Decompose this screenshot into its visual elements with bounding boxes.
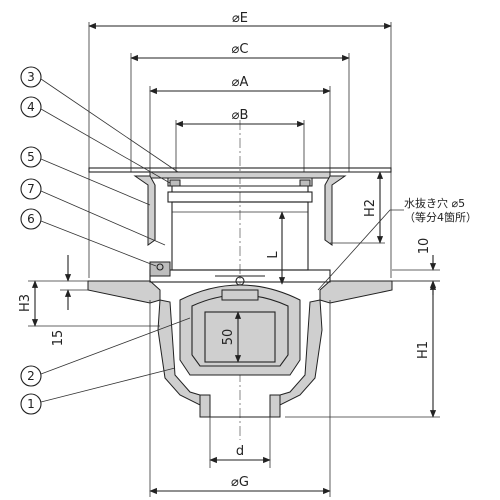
dim-label-g: ⌀G	[231, 475, 249, 490]
weep-hole-leader	[317, 209, 404, 291]
dim-label-h2: H2	[363, 199, 378, 217]
dim-label-e: ⌀E	[232, 11, 248, 26]
trap-bell	[179, 275, 301, 376]
dim-label-a: ⌀A	[232, 75, 249, 90]
adjuster-body	[133, 175, 347, 271]
weep-hole-note-line1: 水抜き穴 ⌀5	[404, 196, 465, 210]
callout-1: 1	[20, 367, 176, 415]
callout-3: 3	[20, 66, 179, 173]
weep-hole-note-line2: （等分4箇所）	[404, 210, 477, 224]
dim-label-h3: H3	[18, 294, 33, 312]
svg-text:7: 7	[27, 182, 35, 196]
dim-label-15: 15	[51, 330, 66, 347]
callout-7: 7	[20, 178, 166, 246]
dim-label-d: d	[236, 444, 244, 459]
dim-label-c: ⌀C	[232, 42, 249, 57]
svg-text:6: 6	[27, 212, 35, 226]
svg-text:3: 3	[27, 70, 35, 84]
callout-4: 4	[20, 96, 171, 184]
dim-label-l: L	[266, 251, 281, 259]
callout-2: 2	[20, 317, 191, 387]
callout-6: 6	[20, 208, 157, 267]
dim-label-50: 50	[221, 329, 236, 346]
dim-label-h1: H1	[416, 341, 431, 359]
dim-label-10: 10	[417, 238, 432, 255]
svg-text:5: 5	[27, 150, 35, 164]
callout-5: 5	[20, 146, 151, 206]
svg-text:1: 1	[27, 397, 35, 411]
svg-text:4: 4	[27, 100, 35, 114]
svg-text:2: 2	[27, 369, 35, 383]
dim-label-b: ⌀B	[232, 108, 249, 123]
